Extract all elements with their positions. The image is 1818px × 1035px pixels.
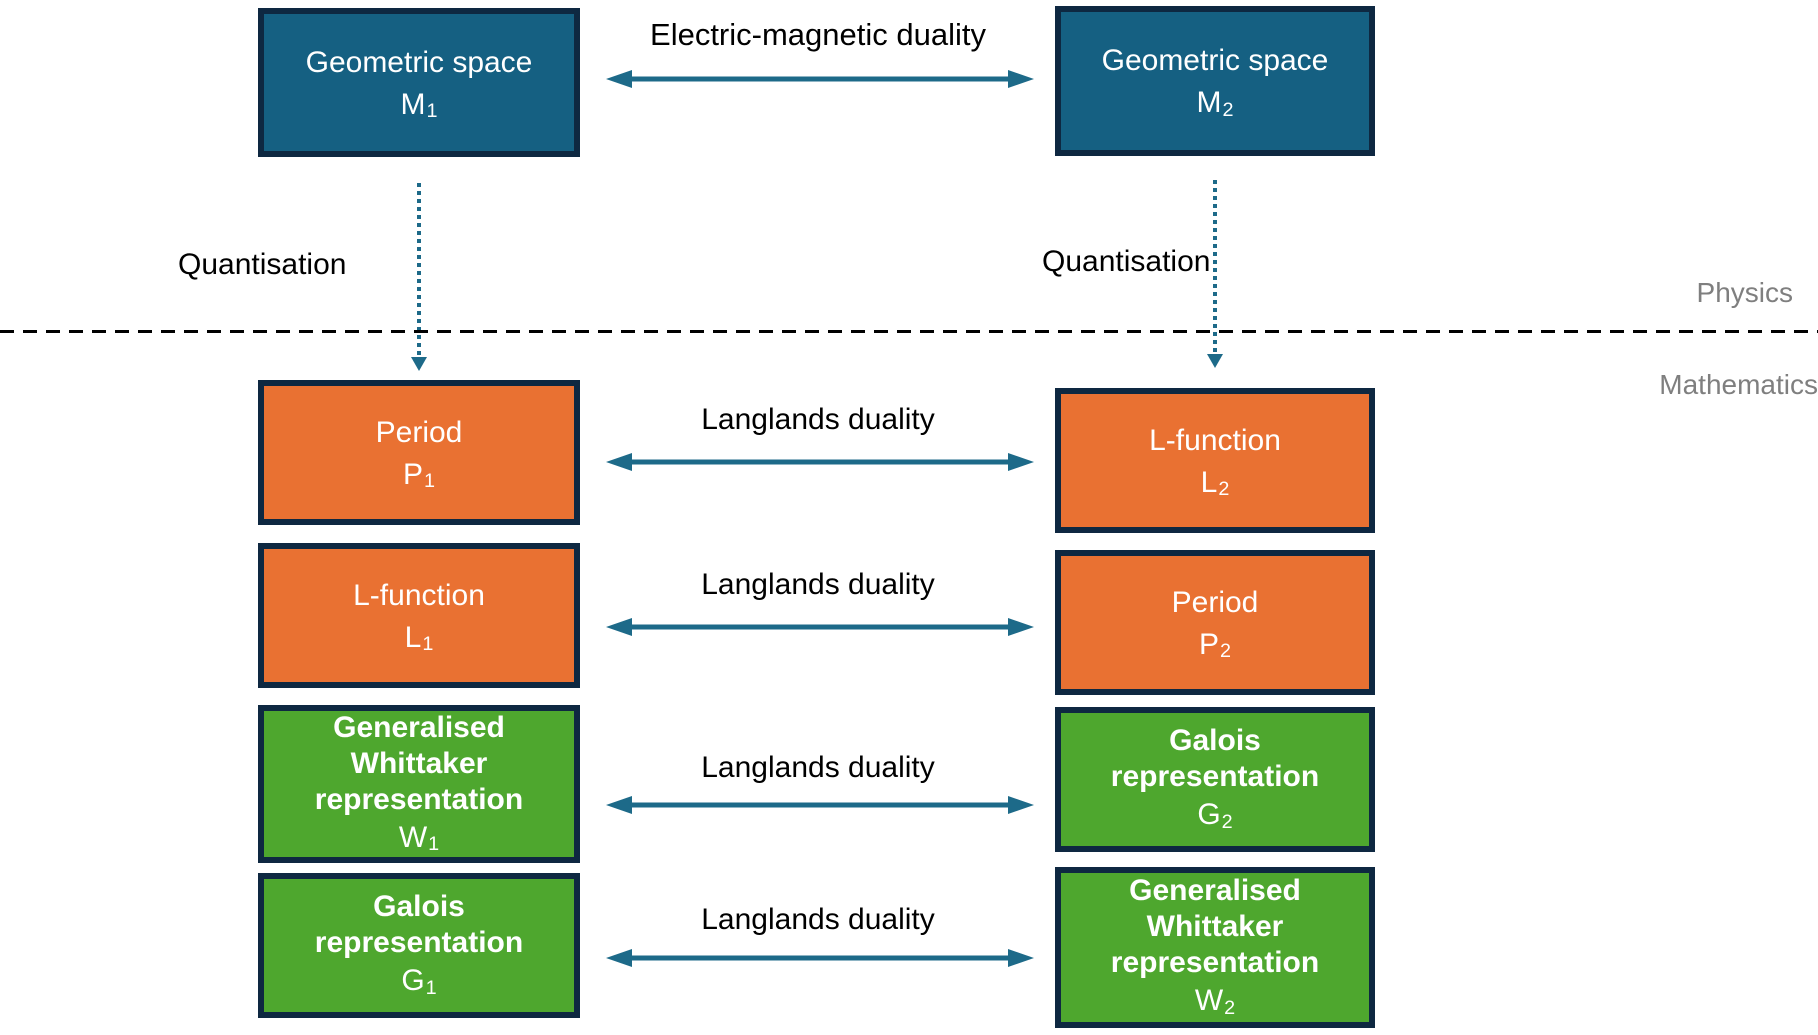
double-arrow-icon <box>606 618 1034 636</box>
arrowhead-down-icon <box>1207 354 1223 368</box>
box-symbol: W1 <box>398 820 440 856</box>
box-geometric-space-m2: Geometric space M2 <box>1055 6 1375 156</box>
box-label: L-function <box>1149 423 1281 457</box>
box-generalised-whittaker-w1: Generalised Whittaker representation W1 <box>258 705 580 863</box>
box-label: Generalised Whittaker representation <box>1110 874 1320 980</box>
label-quantisation-right: Quantisation <box>1042 245 1211 278</box>
box-symbol: L1 <box>404 620 434 656</box>
label-physics: Physics <box>1696 277 1793 308</box>
box-symbol: M1 <box>400 87 438 123</box>
box-label: Period <box>1171 585 1259 619</box>
double-arrow-electric-magnetic <box>604 66 1036 92</box>
double-arrow-icon <box>606 796 1034 814</box>
box-symbol: M2 <box>1196 86 1234 121</box>
box-label: Geometric space <box>1101 44 1329 78</box>
double-arrow-row-4 <box>604 945 1036 971</box>
dotted-arrow-quantisation-right <box>1213 180 1217 354</box>
box-symbol: P1 <box>402 457 436 493</box>
double-arrow-row-3 <box>604 792 1036 818</box>
label-langlands-duality-3: Langlands duality <box>701 751 935 784</box>
label-langlands-duality-1: Langlands duality <box>701 403 935 436</box>
box-l-function-l1: L-function L1 <box>258 543 580 688</box>
box-period-p2: Period P2 <box>1055 550 1375 695</box>
box-galois-representation-g1: Galois representation G1 <box>258 873 580 1018</box>
box-label: L-function <box>353 578 485 612</box>
box-symbol: W2 <box>1194 984 1236 1019</box>
label-langlands-duality-2: Langlands duality <box>701 568 935 601</box>
box-label: Geometric space <box>305 45 533 79</box>
box-symbol: L2 <box>1200 465 1230 501</box>
box-symbol: G1 <box>401 964 437 999</box>
arrowhead-down-icon <box>411 357 427 371</box>
box-label: Galois representation <box>314 890 524 960</box>
box-symbol: P2 <box>1198 627 1232 663</box>
box-galois-representation-g2: Galois representation G2 <box>1055 707 1375 852</box>
box-symbol: G2 <box>1197 798 1233 833</box>
double-arrow-icon <box>606 949 1034 967</box>
double-arrow-row-1 <box>604 449 1036 475</box>
box-label: Generalised Whittaker representation <box>314 710 524 816</box>
box-geometric-space-m1: Geometric space M1 <box>258 8 580 157</box>
label-langlands-duality-4: Langlands duality <box>701 903 935 936</box>
box-label: Galois representation <box>1110 724 1320 794</box>
double-arrow-row-2 <box>604 614 1036 640</box>
box-period-p1: Period P1 <box>258 380 580 525</box>
double-arrow-icon <box>606 70 1034 88</box>
label-electric-magnetic-duality: Electric-magnetic duality <box>650 17 986 52</box>
box-generalised-whittaker-w2: Generalised Whittaker representation W2 <box>1055 867 1375 1028</box>
label-mathematics: Mathematics <box>1659 369 1818 400</box>
double-arrow-icon <box>606 453 1034 471</box>
dotted-arrow-quantisation-left <box>417 183 421 357</box>
physics-mathematics-divider <box>0 330 1818 333</box>
label-quantisation-left: Quantisation <box>178 248 347 281</box>
box-l-function-l2: L-function L2 <box>1055 388 1375 533</box>
box-label: Period <box>375 415 463 449</box>
